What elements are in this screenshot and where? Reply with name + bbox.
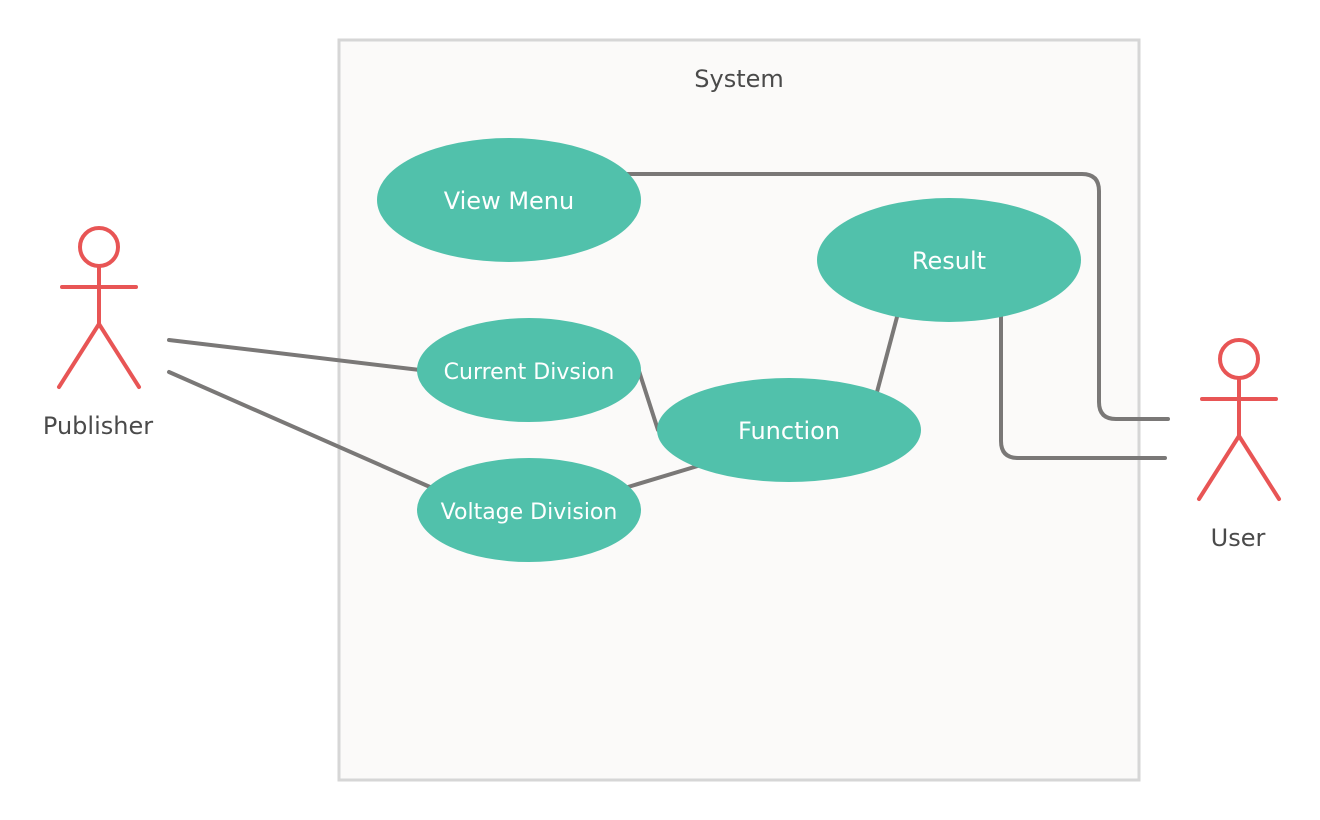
- actor-label: Publisher: [43, 412, 153, 440]
- actor-user[interactable]: User: [1197, 338, 1281, 552]
- actor-label: User: [1211, 524, 1266, 552]
- use-case-label: Function: [738, 417, 840, 445]
- system-title: System: [694, 65, 784, 93]
- connector-current-division-function: [636, 366, 660, 432]
- use-case-function[interactable]: Function: [657, 378, 921, 482]
- connector-view-menu-user: [624, 172, 1170, 421]
- use-case-current-division[interactable]: Current Divsion: [417, 318, 641, 422]
- stick-figure-icon: [1197, 338, 1281, 501]
- use-case-ellipse: [657, 378, 921, 482]
- use-case-ellipse: [377, 138, 641, 262]
- use-case-ellipse: [417, 318, 641, 422]
- stick-figure-icon: [57, 226, 141, 389]
- use-case-ellipse: [417, 458, 641, 562]
- connector-publisher-current-division: [167, 338, 422, 372]
- actor-publisher[interactable]: Publisher: [43, 226, 153, 440]
- use-case-label: View Menu: [444, 187, 574, 215]
- connector-voltage-division-function: [626, 463, 703, 489]
- use-case-view-menu[interactable]: View Menu: [377, 138, 641, 262]
- connector-function-result: [875, 315, 899, 394]
- connector-publisher-voltage-division: [167, 370, 432, 489]
- connectors: [167, 172, 1170, 489]
- use-case-result[interactable]: Result: [817, 198, 1081, 322]
- use-case-label: Voltage Division: [441, 500, 618, 525]
- use-case-ellipse: [817, 198, 1081, 322]
- connector-result-user: [999, 315, 1167, 460]
- use-case-voltage-division[interactable]: Voltage Division: [417, 458, 641, 562]
- use-case-label: Current Divsion: [444, 360, 615, 385]
- use-case-label: Result: [912, 247, 986, 275]
